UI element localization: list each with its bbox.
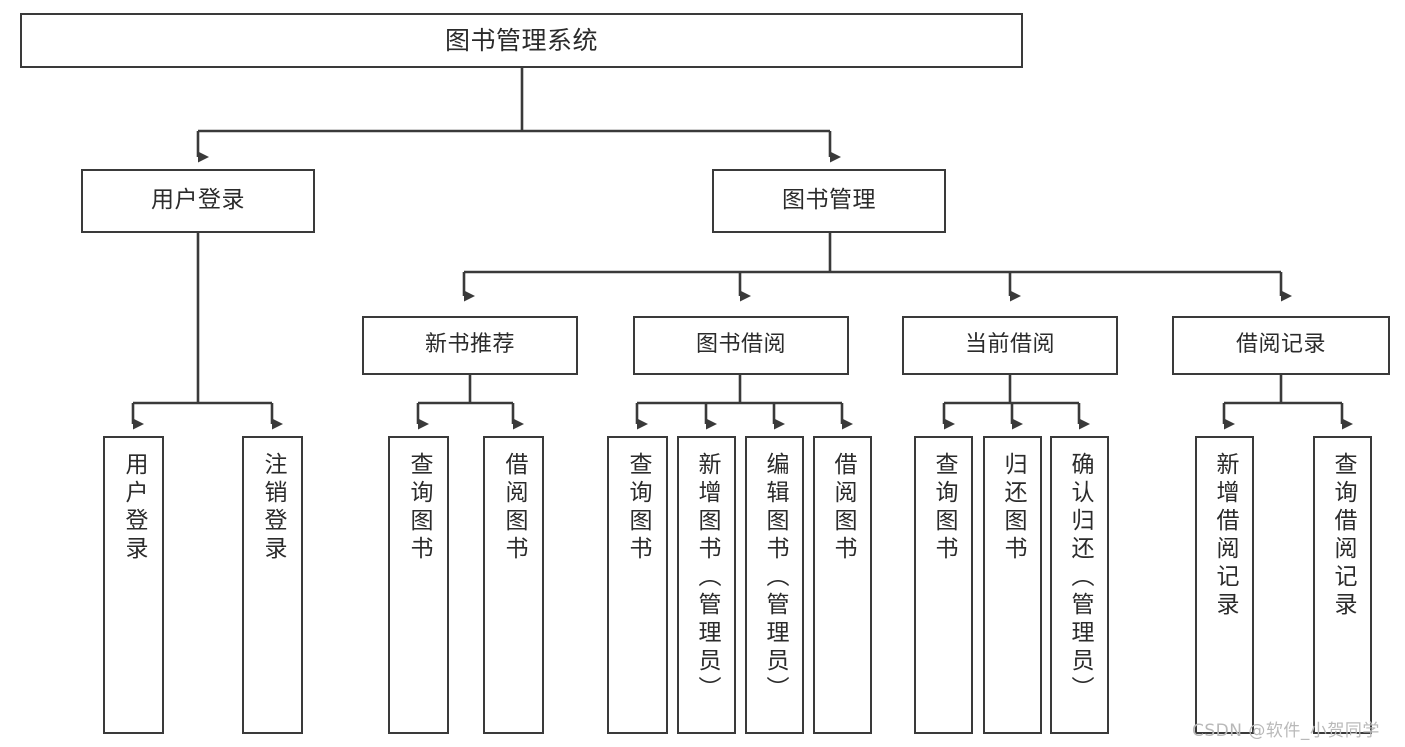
node-new-book-recommend-label: 新书推荐: [424, 332, 515, 358]
node-leaf-user-login[interactable]: 用户登录: [103, 436, 164, 734]
node-leaf-borrow-book-2-label: 借阅图书: [830, 452, 856, 564]
node-root-label: 图书管理系统: [444, 25, 598, 55]
node-leaf-query-book-3[interactable]: 查询图书: [914, 436, 973, 734]
node-leaf-confirm-return[interactable]: 确认归还（管理员）: [1050, 436, 1109, 734]
node-borrow-record-label: 借阅记录: [1235, 332, 1326, 358]
node-leaf-edit-book-label: 编辑图书（管理员）: [762, 452, 788, 704]
node-borrow-record[interactable]: 借阅记录: [1172, 316, 1390, 375]
node-book-manage[interactable]: 图书管理: [712, 169, 946, 233]
node-book-borrow-label: 图书借阅: [695, 332, 786, 358]
node-leaf-borrow-book-2[interactable]: 借阅图书: [813, 436, 872, 734]
node-leaf-return-book[interactable]: 归还图书: [983, 436, 1042, 734]
node-leaf-user-login-label: 用户登录: [121, 452, 147, 564]
node-leaf-query-book-2[interactable]: 查询图书: [607, 436, 668, 734]
node-user-login-label: 用户登录: [151, 187, 245, 214]
node-book-borrow[interactable]: 图书借阅: [633, 316, 849, 375]
node-leaf-return-book-label: 归还图书: [1000, 452, 1026, 564]
node-current-borrow-label: 当前借阅: [964, 332, 1055, 358]
node-leaf-confirm-return-label: 确认归还（管理员）: [1067, 452, 1093, 704]
node-leaf-borrow-book-1[interactable]: 借阅图书: [483, 436, 544, 734]
node-root[interactable]: 图书管理系统: [20, 13, 1023, 68]
node-user-login[interactable]: 用户登录: [81, 169, 315, 233]
node-leaf-query-record[interactable]: 查询借阅记录: [1313, 436, 1372, 734]
node-leaf-query-book-3-label: 查询图书: [931, 452, 957, 564]
node-leaf-add-book[interactable]: 新增图书（管理员）: [677, 436, 736, 734]
node-new-book-recommend[interactable]: 新书推荐: [362, 316, 578, 375]
node-leaf-query-book-1-label: 查询图书: [406, 452, 432, 564]
node-leaf-query-book-2-label: 查询图书: [625, 452, 651, 564]
node-leaf-add-record[interactable]: 新增借阅记录: [1195, 436, 1254, 734]
node-leaf-query-record-label: 查询借阅记录: [1330, 452, 1356, 620]
node-leaf-add-record-label: 新增借阅记录: [1212, 452, 1238, 620]
node-leaf-logout-label: 注销登录: [260, 452, 286, 564]
node-leaf-logout[interactable]: 注销登录: [242, 436, 303, 734]
node-leaf-borrow-book-1-label: 借阅图书: [501, 452, 527, 564]
node-leaf-edit-book[interactable]: 编辑图书（管理员）: [745, 436, 804, 734]
node-current-borrow[interactable]: 当前借阅: [902, 316, 1118, 375]
node-leaf-add-book-label: 新增图书（管理员）: [694, 452, 720, 704]
node-leaf-query-book-1[interactable]: 查询图书: [388, 436, 449, 734]
node-book-manage-label: 图书管理: [782, 187, 876, 214]
watermark: CSDN @软件_小贺同学: [1192, 721, 1380, 741]
